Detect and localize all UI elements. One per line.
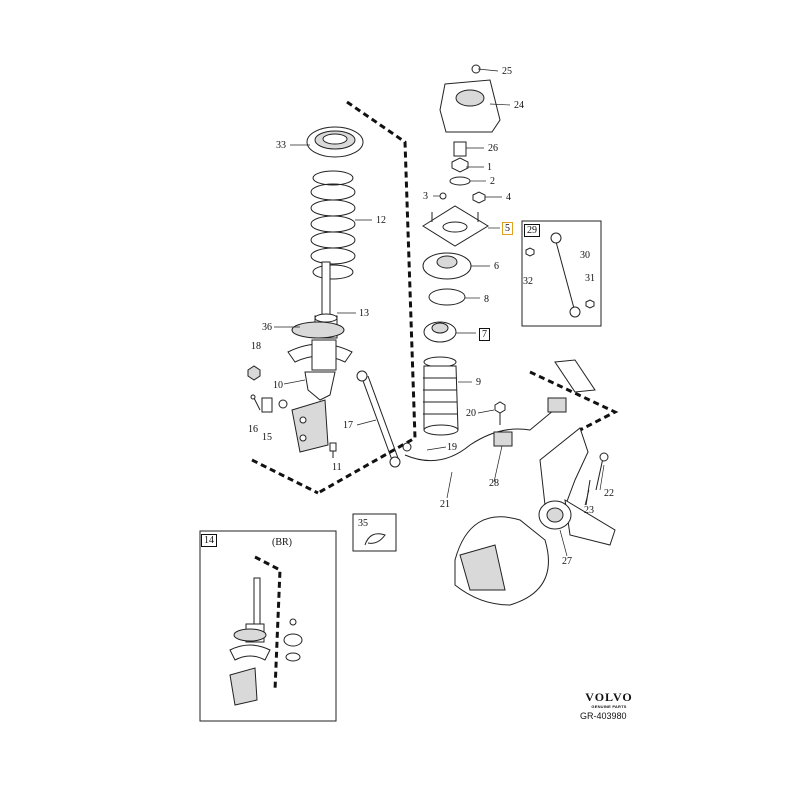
callout-17[interactable]: 17: [343, 420, 353, 431]
callout-8[interactable]: 8: [484, 294, 489, 305]
callout-30[interactable]: 30: [580, 250, 590, 261]
callout-2[interactable]: 2: [490, 176, 495, 187]
callout-7[interactable]: 7: [479, 328, 490, 341]
diagram-code: GR-403980: [580, 711, 627, 721]
callout-32[interactable]: 32: [523, 276, 533, 287]
callout-26[interactable]: 26: [488, 143, 498, 154]
left-assembly-frame: [251, 100, 417, 495]
callout-10[interactable]: 10: [273, 380, 283, 391]
callout-23[interactable]: 23: [584, 505, 594, 516]
callout-5[interactable]: 5: [502, 222, 513, 235]
callout-6[interactable]: 6: [494, 261, 499, 272]
callout-14[interactable]: 14: [201, 534, 217, 547]
callout-3[interactable]: 3: [423, 191, 428, 202]
stabilizer-link: [356, 370, 401, 468]
upper-spring-seat: [306, 126, 364, 158]
strut-hardware: [247, 365, 337, 458]
callout-24[interactable]: 24: [514, 100, 524, 111]
callout-12[interactable]: 12: [376, 215, 386, 226]
callout-35[interactable]: 35: [358, 518, 368, 529]
callout-33[interactable]: 33: [276, 140, 286, 151]
inset-box-29: [521, 220, 602, 327]
callout-19[interactable]: 19: [447, 442, 457, 453]
brand-tagline: GENUINE PARTS: [591, 704, 627, 709]
brake-dust-shield: [454, 516, 549, 606]
callout-25[interactable]: 25: [502, 66, 512, 77]
callout-36[interactable]: 36: [262, 322, 272, 333]
inset-box-14: [199, 530, 337, 722]
callout-27[interactable]: 27: [562, 556, 572, 567]
stabilizer-bar: [402, 359, 596, 462]
brand-logo: VOLVO GENUINE PARTS: [578, 690, 640, 709]
callout-15[interactable]: 15: [262, 432, 272, 443]
right-assembly-frame: [529, 370, 619, 432]
callout-29[interactable]: 29: [524, 224, 540, 237]
shock-strut: [287, 261, 353, 453]
callout-18[interactable]: 18: [251, 341, 261, 352]
callout-20[interactable]: 20: [466, 408, 476, 419]
brand-logo-text: VOLVO: [585, 690, 633, 704]
callout-22[interactable]: 22: [604, 488, 614, 499]
callout-13[interactable]: 13: [359, 308, 369, 319]
inset-box-35: [352, 513, 397, 552]
callout-4[interactable]: 4: [506, 192, 511, 203]
callout-9[interactable]: 9: [476, 377, 481, 388]
coil-spring: [310, 170, 356, 280]
inset-14-variant-label: (BR): [272, 537, 292, 548]
dust-boot: [423, 356, 459, 436]
callout-1[interactable]: 1: [487, 162, 492, 173]
callout-28[interactable]: 28: [489, 478, 499, 489]
top-cover: [439, 64, 501, 133]
callout-11[interactable]: 11: [332, 462, 342, 473]
leader-lines: [274, 68, 605, 557]
callout-16[interactable]: 16: [248, 424, 258, 435]
callout-31[interactable]: 31: [585, 273, 595, 284]
callout-21[interactable]: 21: [440, 499, 450, 510]
steering-knuckle: [538, 427, 616, 546]
mount-stack: [422, 141, 489, 343]
